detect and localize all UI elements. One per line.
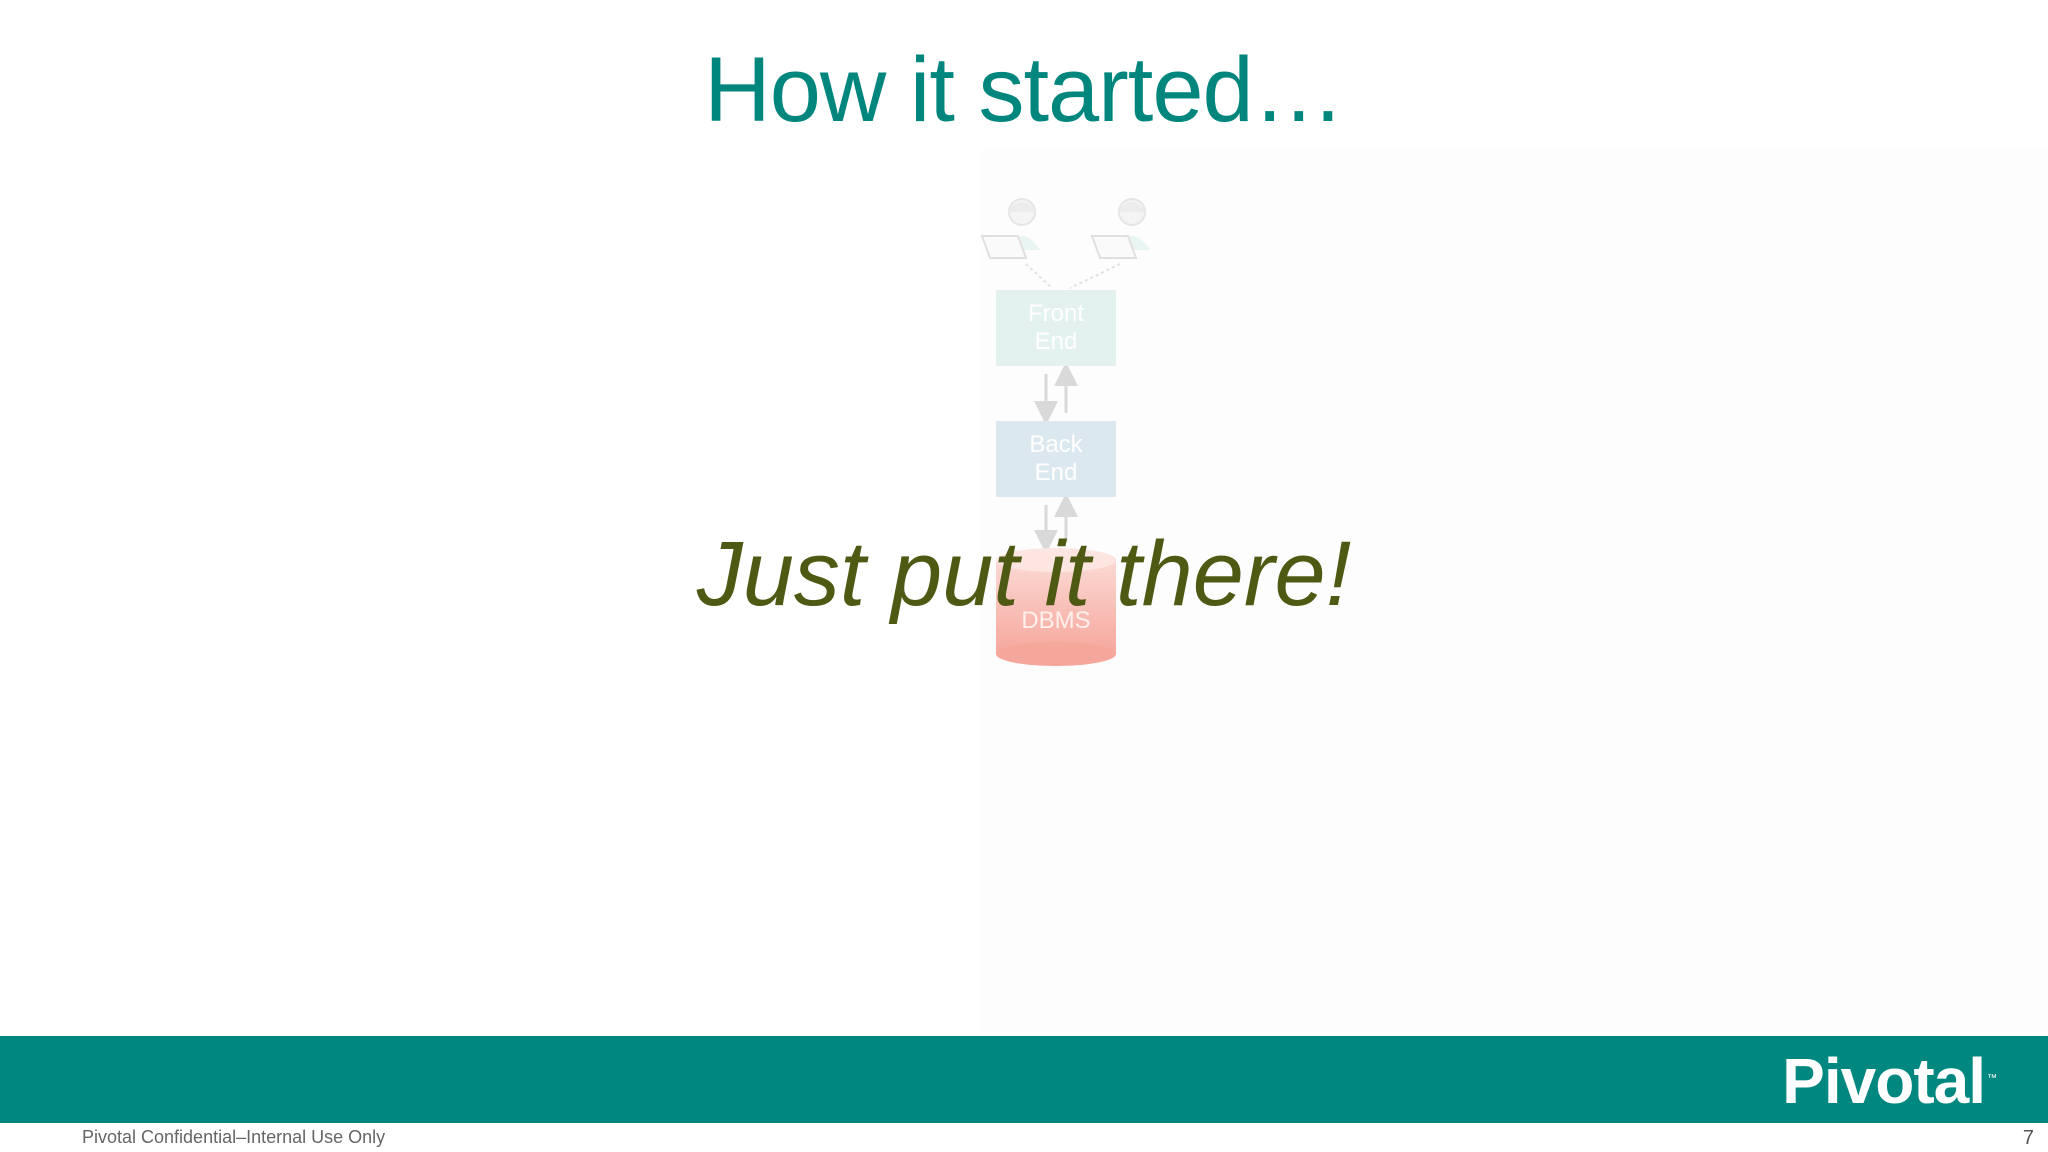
slide-background-panel bbox=[980, 150, 2048, 1033]
page-number: 7 bbox=[2022, 1127, 2034, 1149]
back-end-box: Back End bbox=[996, 421, 1116, 497]
database-cylinder bbox=[996, 548, 1116, 666]
brand-name: Pivotal bbox=[1782, 1045, 1986, 1117]
slide-title: How it started… bbox=[704, 39, 1344, 141]
front-end-label-line1: Front bbox=[1027, 300, 1084, 327]
trademark-mark: ™ bbox=[1987, 1072, 1997, 1084]
callout-text: Just put it there! bbox=[696, 523, 1352, 625]
architecture-diagram: Front End Back End DBMS bbox=[960, 180, 1220, 720]
front-end-label-line2: End bbox=[1034, 328, 1078, 355]
confidential-notice: Pivotal Confidential–Internal Use Only bbox=[82, 1127, 386, 1147]
front-end-box: Front End bbox=[996, 290, 1116, 366]
back-end-label-line2: End bbox=[1034, 459, 1078, 486]
user-laptop-icon bbox=[980, 198, 1040, 259]
back-end-label-line1: Back bbox=[1029, 431, 1083, 458]
user-laptop-icon bbox=[1090, 198, 1150, 259]
connector-line bbox=[1025, 263, 1053, 289]
connector-line bbox=[1069, 263, 1121, 289]
database-label: DBMS bbox=[1021, 607, 1091, 634]
